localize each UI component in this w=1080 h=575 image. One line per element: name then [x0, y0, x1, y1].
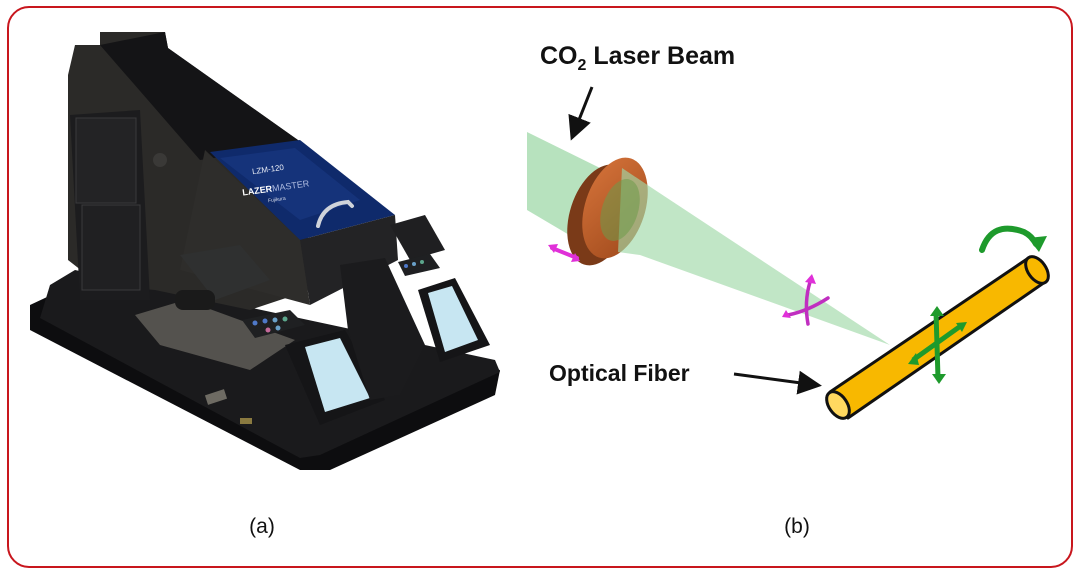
focus-adjust-arrows-icon — [782, 274, 830, 326]
knob — [153, 153, 167, 167]
keypad-button — [252, 320, 258, 326]
connector — [240, 418, 252, 424]
front-housing — [300, 215, 398, 305]
keypad-button — [262, 318, 268, 324]
keypad-button — [420, 260, 424, 264]
usb-port — [204, 389, 228, 405]
laser-fiber-schematic — [527, 86, 1050, 420]
optical-fiber-label: Optical Fiber — [549, 360, 690, 386]
keypad-button — [412, 262, 416, 266]
caption-b: (b) — [784, 515, 810, 538]
fiber-rotation-arrow-icon — [979, 225, 1047, 253]
fiber-alignment-arrows-icon — [908, 306, 967, 384]
beam-label-suffix: Laser Beam — [586, 42, 736, 70]
keypad-button — [275, 325, 281, 331]
panel-a-photo: LZM-120 LAZERMASTER Fujikura — [20, 15, 520, 535]
left-splicer-base — [135, 300, 295, 370]
vent-grill-upper — [75, 117, 137, 204]
beam-label-prefix: CO — [540, 42, 578, 70]
panel-b-schematic — [520, 15, 1065, 535]
right-splicer-tower — [340, 258, 425, 400]
lens-inner-spot — [600, 179, 640, 241]
keypad-button — [265, 327, 271, 333]
caption-a: (a) — [249, 515, 275, 538]
right-keypad — [398, 254, 440, 276]
beam-label-subscript: 2 — [577, 57, 587, 74]
right-splicer-top — [390, 215, 445, 260]
keypad-button — [282, 316, 288, 322]
beam-label-pointer-arrow — [568, 86, 594, 141]
right-monitor-screen — [428, 286, 478, 352]
left-keypad — [242, 310, 305, 338]
blue-panel-shine — [220, 148, 360, 220]
left-monitor-screen — [305, 338, 370, 412]
keypad-button — [272, 317, 278, 323]
figure-border — [7, 6, 1073, 568]
keypad-button — [404, 264, 408, 268]
laser-workstation-illustration — [30, 32, 500, 470]
left-splicer-cover — [180, 245, 270, 300]
top-slope — [100, 32, 305, 160]
lens-translation-arrow-icon — [548, 244, 580, 262]
co2-laser-beam-label: CO2 Laser Beam — [540, 42, 735, 75]
laser-beam-focusing — [618, 168, 890, 345]
handle-icon — [316, 199, 354, 228]
fiber-label-pointer-arrow — [733, 370, 822, 395]
left-splicer-roller — [175, 290, 215, 310]
vent-grill-lower — [81, 204, 141, 291]
